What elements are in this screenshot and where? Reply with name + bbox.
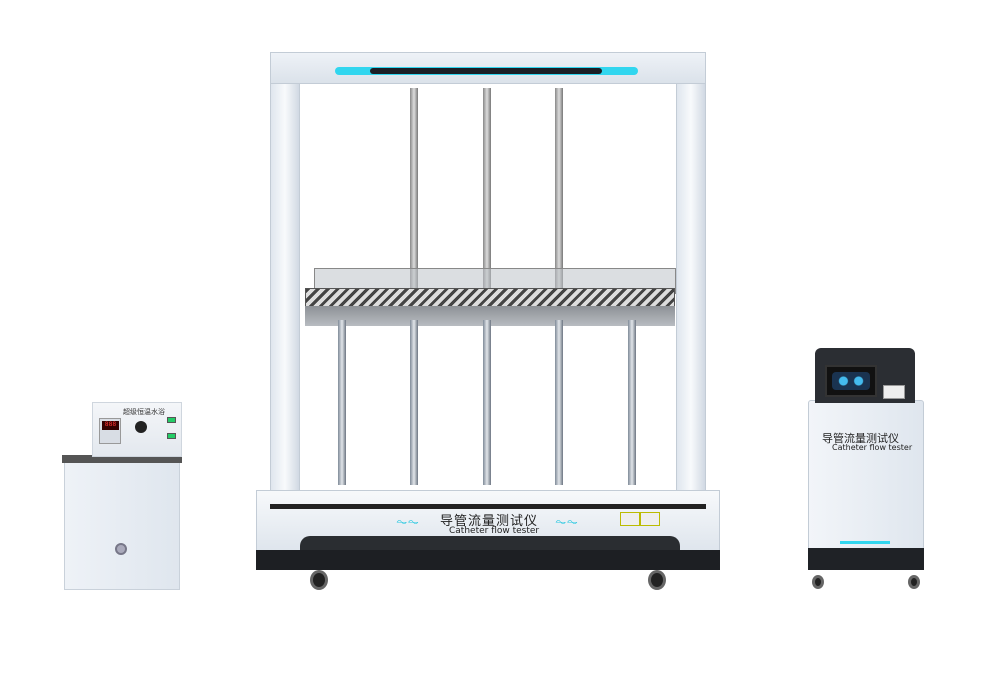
pulse-icon: ⏦⏦ (555, 514, 578, 530)
screen-logo-icon (832, 372, 870, 390)
base-front-panel (300, 536, 680, 552)
left-post (270, 55, 300, 495)
tester-title-cn: 导管流量测试仪 (440, 514, 539, 529)
pulse-icon: ⏦⏦ (396, 514, 419, 530)
guide-rod (483, 88, 491, 288)
tube-rack (305, 288, 675, 308)
warning-label-icon (620, 512, 640, 526)
caster-wheel (908, 575, 920, 589)
caution-label-icon (640, 512, 660, 526)
guide-rod (555, 88, 563, 288)
caster-wheel (648, 570, 666, 590)
test-column (338, 320, 346, 485)
control-cabinet-body (808, 400, 924, 550)
temperature-readout: 888 (102, 421, 119, 430)
temperature-display: 888 (99, 418, 121, 444)
water-bath-lid (62, 455, 182, 463)
test-column (410, 320, 418, 485)
power-switch (167, 417, 176, 423)
cabinet-title-en: Catheter flow tester (832, 443, 913, 452)
test-column (483, 320, 491, 485)
test-column (555, 320, 563, 485)
test-column (628, 320, 636, 485)
caster-wheel (310, 570, 328, 590)
pump-switch (167, 433, 176, 439)
rack-tray (305, 306, 675, 326)
printer-slot (883, 385, 905, 399)
cabinet-led-strip (840, 541, 890, 544)
cabinet-title-cn: 导管流量测试仪 (822, 432, 899, 445)
guide-rod (410, 88, 418, 288)
base-stripe (270, 504, 706, 509)
temperature-knob (135, 421, 147, 433)
led-light-inner (370, 68, 602, 74)
drain-valve-icon (115, 543, 127, 555)
caster-wheel (812, 575, 824, 589)
water-bath-body (64, 456, 180, 590)
tester-title-en: Catheter flow tester (449, 526, 540, 536)
right-post (676, 55, 706, 495)
cabinet-bottom (808, 548, 924, 570)
water-bath-control-panel: 超级恒温水浴 888 (92, 402, 182, 457)
water-bath-label: 超级恒温水浴 (123, 408, 165, 416)
base-bottom (256, 550, 720, 570)
